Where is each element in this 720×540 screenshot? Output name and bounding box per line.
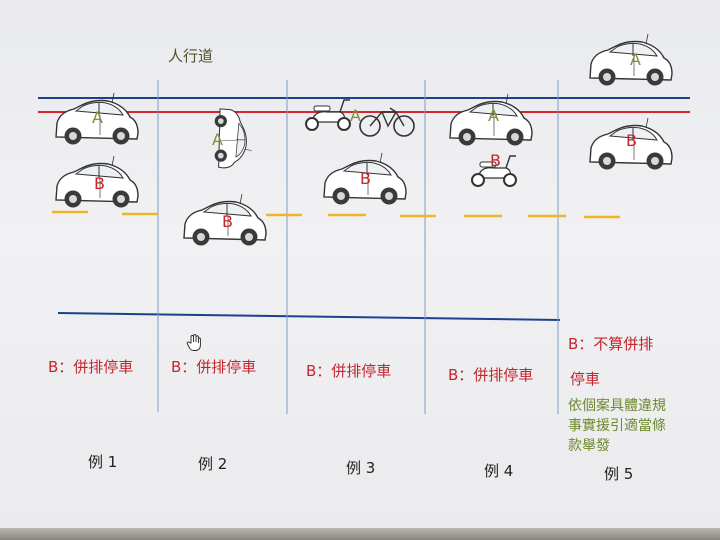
example-label-1: 例 1 — [88, 453, 118, 471]
car-label-b-4: B — [490, 151, 501, 170]
monitor-bezel — [0, 528, 720, 540]
parking-diagram — [38, 33, 690, 414]
note-line-3: 款舉發 — [568, 438, 610, 454]
car-label-b-2: B — [222, 212, 233, 231]
hand-cursor-icon — [186, 334, 201, 351]
note-line-2: 事實援引適當條 — [568, 418, 666, 434]
result-example-1: B：併排停車 — [48, 358, 134, 376]
example-label-3: 例 3 — [346, 459, 376, 477]
result-example-5-line-1: B：不算併排 — [568, 335, 654, 353]
example-label-2: 例 2 — [198, 455, 228, 473]
car-label-a-2: A — [212, 130, 223, 149]
result-example-5-line-2: 停車 — [570, 370, 601, 388]
car-label-a-5: A — [630, 50, 641, 69]
slide-screen — [0, 0, 720, 528]
car-label-a-3: A — [350, 106, 361, 125]
lane-marking — [52, 210, 620, 219]
car-label-b-5: B — [626, 131, 637, 150]
result-example-3: B：併排停車 — [306, 362, 392, 380]
result-example-4: B：併排停車 — [448, 366, 534, 384]
car-label-a-4: A — [488, 106, 499, 125]
scooter-example-3 — [305, 99, 351, 131]
car-label-b-1: B — [94, 174, 105, 193]
example-label-5: 例 5 — [604, 465, 634, 483]
road-bottom-line — [57, 312, 561, 321]
sidewalk-label: 人行道 — [168, 47, 214, 65]
car-label-b-3: B — [360, 169, 371, 188]
note-line-1: 依個案具體違規 — [568, 398, 666, 414]
example-label-4: 例 4 — [484, 462, 514, 480]
car-label-a-1: A — [92, 108, 103, 127]
result-example-2: B：併排停車 — [171, 358, 257, 376]
